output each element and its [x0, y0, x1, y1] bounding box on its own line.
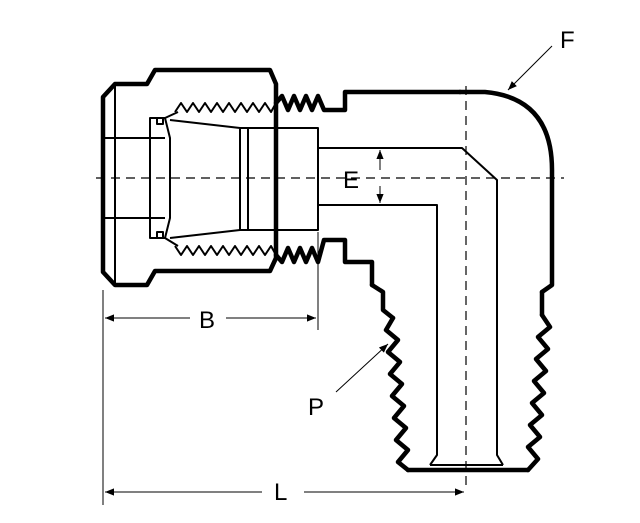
- label-p: P: [308, 394, 324, 421]
- nut-outline: [100, 67, 279, 288]
- extension-lines: [102, 232, 319, 505]
- ferrule: [149, 111, 241, 247]
- tube: [240, 127, 319, 231]
- nut-bore: [103, 84, 165, 285]
- body-left-shoulder: [369, 282, 396, 321]
- pipe-thread-left: [383, 315, 411, 473]
- leader-p: [335, 343, 389, 393]
- internal-bore: [318, 147, 504, 466]
- body-thread-bottom: [273, 237, 375, 288]
- label-e: E: [343, 167, 359, 194]
- body-thread-top: [273, 89, 463, 113]
- label-b: B: [199, 307, 215, 334]
- ferrule-small-marks: [156, 118, 164, 238]
- leader-f: [507, 45, 553, 91]
- nut-thread-top: [174, 102, 277, 113]
- label-f: F: [560, 27, 575, 54]
- label-l: L: [274, 479, 287, 506]
- pipe-thread-right: [525, 312, 553, 473]
- elbow-outer: [457, 89, 555, 295]
- nut-thread-bottom: [174, 245, 277, 256]
